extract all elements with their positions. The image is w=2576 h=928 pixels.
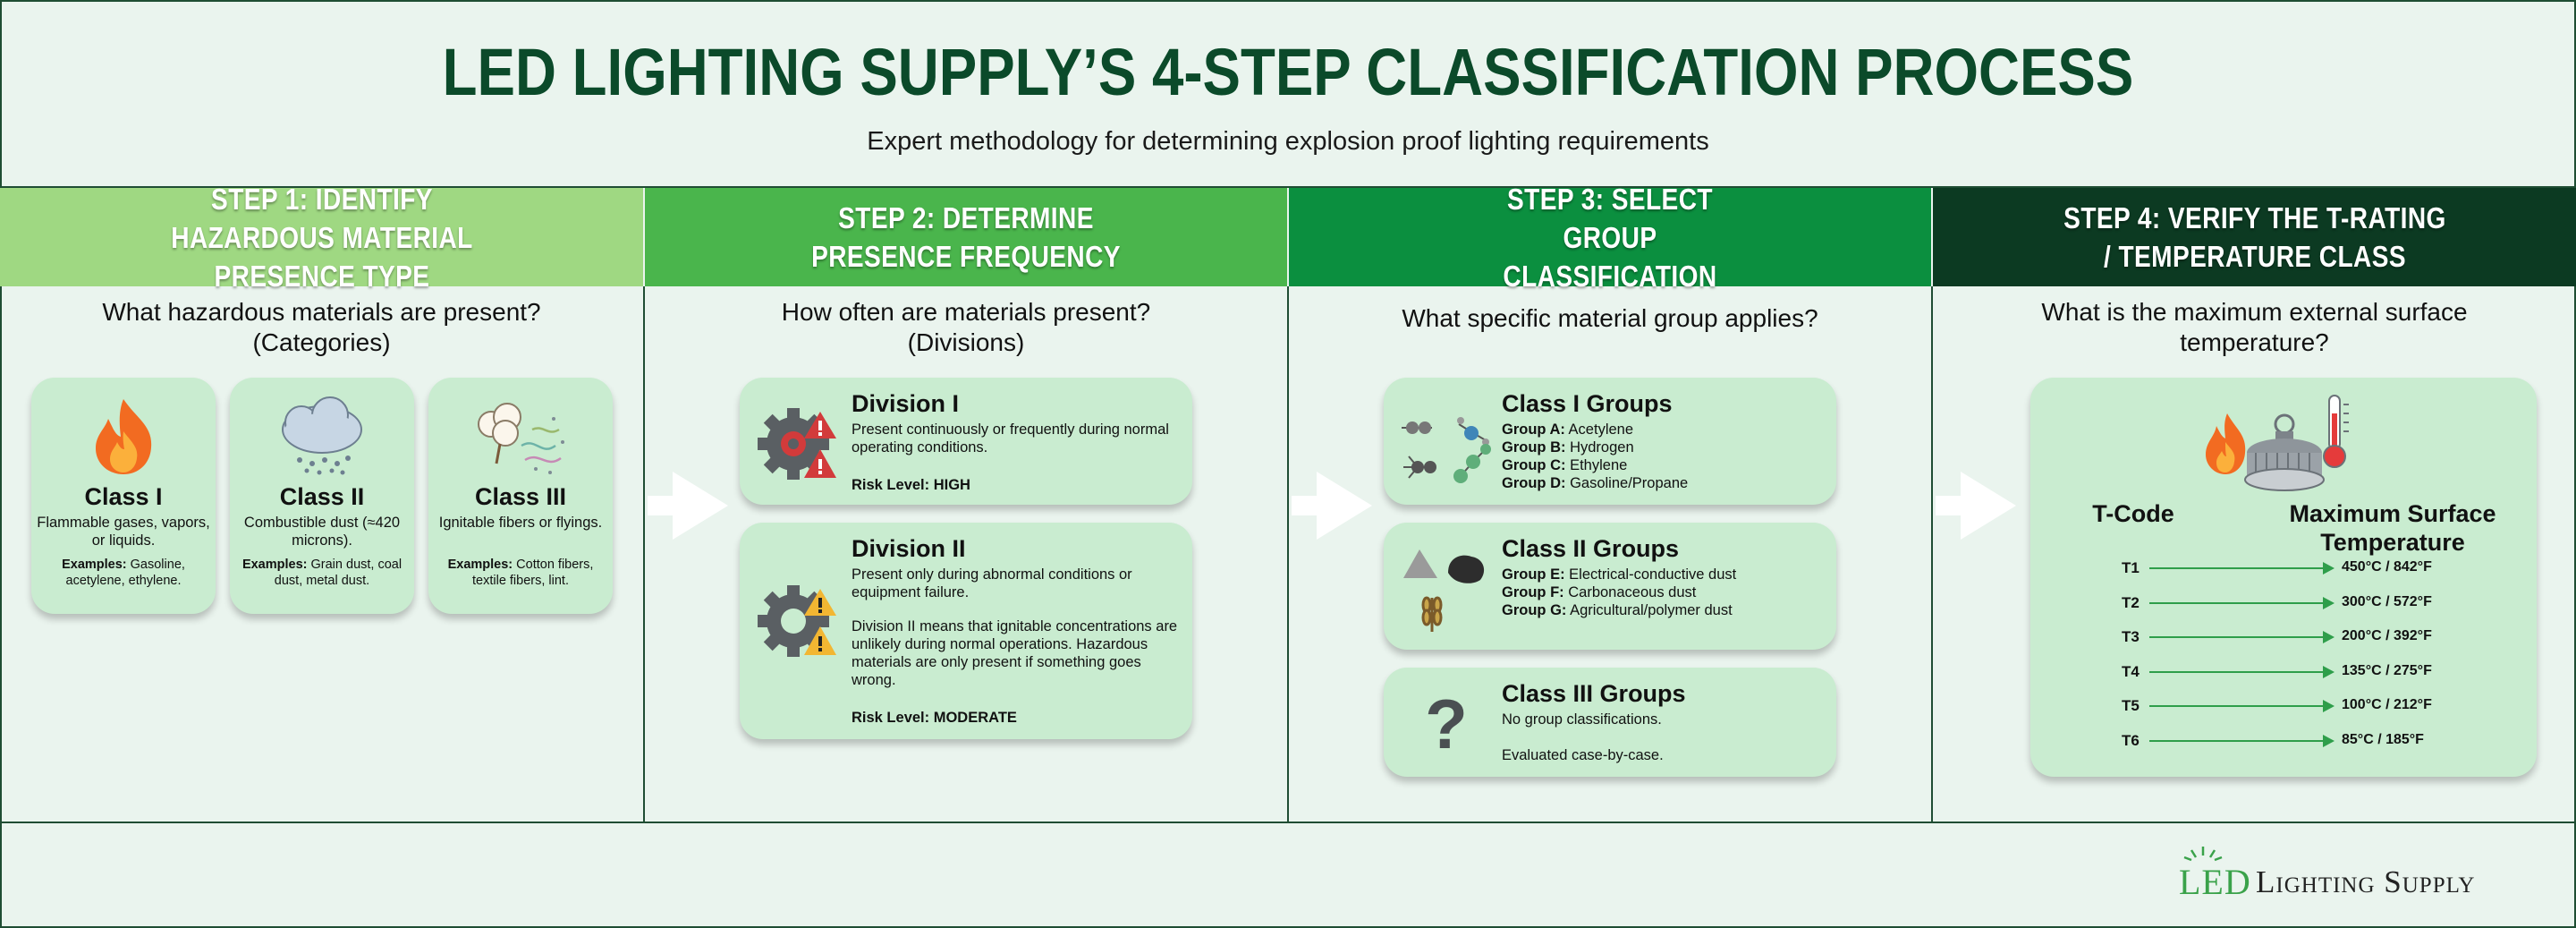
- t-code: T2: [2122, 594, 2140, 611]
- group-note: Evaluated case-by-case.: [1502, 747, 1664, 763]
- group-name: Class I Groups: [1502, 390, 1673, 417]
- column-divider: [643, 286, 645, 823]
- column-divider: [1287, 286, 1289, 823]
- step-3-question: What specific material group applies?: [1402, 304, 1818, 332]
- column-divider: [1931, 286, 1933, 823]
- group-list: Group A: Acetylene Group B: Hydrogen Gro…: [1502, 421, 1689, 491]
- logo-mark: LED: [2179, 862, 2251, 902]
- max-temperature: 100°C / 212°F: [2342, 697, 2432, 712]
- group-note: No group classifications.: [1502, 711, 1662, 728]
- flow-arrow-stem: [648, 496, 674, 515]
- division-i-card: Division I Present continuously or frequ…: [740, 378, 1192, 505]
- arrow-line: [2149, 636, 2326, 638]
- step-4-header: STEP 4: VERIFY THE T-RATING / TEMPERATUR…: [1933, 188, 2576, 286]
- arrow-line: [2149, 705, 2326, 707]
- flow-arrow: [673, 472, 728, 540]
- t-code: T1: [2122, 559, 2140, 576]
- arrow-head-icon: [2323, 666, 2334, 678]
- t-code: T5: [2122, 697, 2140, 714]
- group-list: Group E: Electrical-conductive dust Grou…: [1502, 566, 1737, 618]
- arrow-line: [2149, 602, 2326, 604]
- flow-arrow-stem: [1936, 496, 1962, 515]
- cotton-fiber-icon: [428, 392, 613, 478]
- t-code-header: T-Code: [2092, 500, 2174, 527]
- logo-text: Lighting Supply: [2256, 864, 2476, 899]
- divider-top: [0, 186, 2576, 188]
- flow-arrow: [1317, 472, 1372, 540]
- class-i-card: Class I Flammable gases, vapors, or liqu…: [31, 378, 216, 614]
- arrow-head-icon: [2323, 562, 2334, 575]
- gear-caution-icon: [758, 576, 838, 662]
- max-temperature: 200°C / 392°F: [2342, 628, 2432, 643]
- molecule-icon: [1396, 392, 1495, 490]
- flow-arrow-stem: [1292, 496, 1318, 515]
- flow-arrow: [1961, 472, 2016, 540]
- division-description: Present only during abnormal conditions …: [852, 566, 1132, 600]
- class-iii-card: Class III Ignitable fibers or flyings. E…: [428, 378, 613, 614]
- max-temperature: 300°C / 572°F: [2342, 594, 2432, 609]
- arrow-head-icon: [2323, 735, 2334, 747]
- class-description: Flammable gases, vapors, or liquids.: [37, 515, 210, 549]
- division-name: Division I: [852, 390, 960, 417]
- group-name: Class II Groups: [1502, 535, 1680, 562]
- division-ii-card: Division II Present only during abnormal…: [740, 523, 1192, 739]
- class-examples: Examples: Grain dust, coal dust, metal d…: [242, 558, 402, 588]
- t-rating-card: [2030, 378, 2537, 777]
- risk-level: Risk Level: MODERATE: [852, 710, 1017, 726]
- step-1-question: What hazardous materials are present?(Ca…: [102, 298, 541, 356]
- arrow-head-icon: [2323, 700, 2334, 712]
- t-code: T6: [2122, 732, 2140, 749]
- class-ii-card: Class II Combustible dust (≈420 microns)…: [230, 378, 414, 614]
- lightbulb-icon: [2181, 845, 2225, 863]
- division-name: Division II: [852, 535, 966, 562]
- step-2-header: STEP 2: DETERMINE PRESENCE FREQUENCY: [645, 188, 1287, 286]
- class-description: Combustible dust (≈420 microns).: [243, 515, 401, 549]
- class-examples: Examples: Cotton fibers, textile fibers,…: [447, 558, 594, 588]
- arrow-line: [2149, 567, 2326, 569]
- class-name: Class II: [279, 483, 365, 510]
- class-name: Class III: [474, 483, 567, 510]
- class-name: Class I: [84, 483, 163, 510]
- question-mark-icon: ?: [1425, 685, 1468, 763]
- risk-level: Risk Level: HIGH: [852, 477, 970, 493]
- gear-warning-icon: [758, 399, 838, 485]
- step-2-question: How often are materials present?(Divisio…: [781, 298, 1151, 356]
- max-temperature: 135°C / 275°F: [2342, 663, 2432, 678]
- t-code: T3: [2122, 628, 2140, 645]
- group-name: Class III Groups: [1502, 680, 1686, 707]
- step-1-header: STEP 1: IDENTIFY HAZARDOUS MATERIAL PRES…: [0, 183, 643, 293]
- dust-pile-icon: [1396, 544, 1495, 643]
- dust-cloud-icon: [230, 392, 414, 478]
- page-title: LED LIGHTING SUPPLY’S 4-STEP CLASSIFICAT…: [442, 35, 2134, 109]
- class-i-groups-card: Class I Groups Group A: Acetylene Group …: [1384, 378, 1836, 505]
- class-iii-groups-card: ? Class III Groups No group classificati…: [1384, 668, 1836, 777]
- light-fixture-icon: [2200, 387, 2370, 503]
- max-temperature: 450°C / 842°F: [2342, 559, 2432, 575]
- class-ii-groups-card: Class II Groups Group E: Electrical-cond…: [1384, 523, 1836, 650]
- division-description: Present continuously or frequently durin…: [852, 421, 1169, 455]
- arrow-head-icon: [2323, 631, 2334, 643]
- arrow-line: [2149, 740, 2326, 742]
- arrow-line: [2149, 671, 2326, 673]
- class-examples: Examples: Gasoline, acetylene, ethylene.: [62, 558, 185, 588]
- arrow-head-icon: [2323, 597, 2334, 609]
- header: LED LIGHTING SUPPLY’S 4-STEP CLASSIFICAT…: [0, 0, 2576, 186]
- fire-icon: [31, 392, 216, 478]
- t-code: T4: [2122, 663, 2140, 680]
- division-detail: Division II means that ignitable concent…: [852, 618, 1178, 688]
- max-temperature: 85°C / 185°F: [2342, 732, 2424, 747]
- class-description: Ignitable fibers or flyings.: [438, 515, 603, 531]
- step-3-header: STEP 3: SELECT GROUP CLASSIFICATION: [1289, 183, 1931, 293]
- page-subtitle: Expert methodology for determining explo…: [867, 127, 1709, 156]
